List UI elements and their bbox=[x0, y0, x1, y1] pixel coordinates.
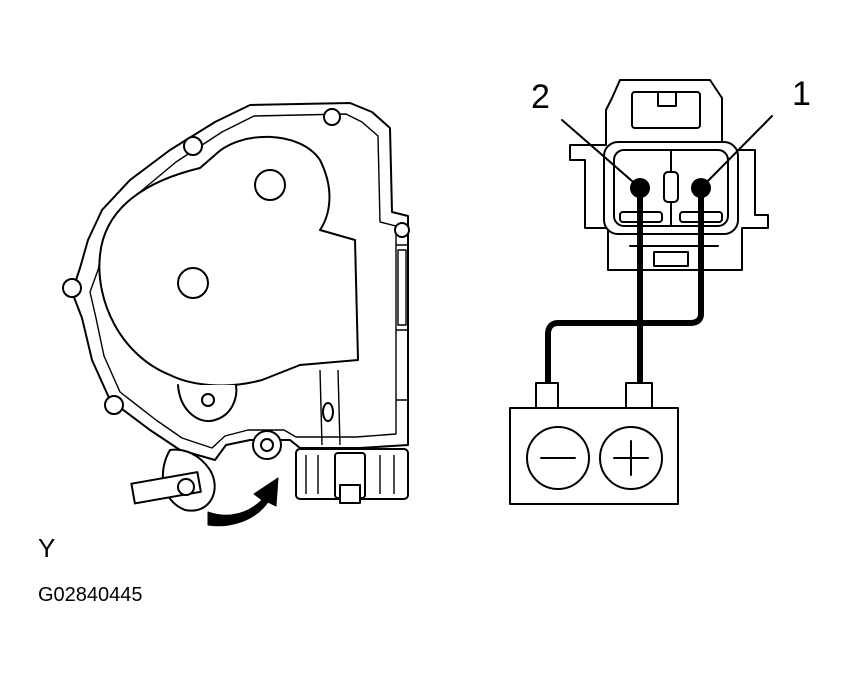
output-lever bbox=[130, 448, 216, 512]
actuator-side-slot bbox=[397, 249, 407, 326]
mount-hole-top-left bbox=[183, 136, 203, 156]
cover-lower-hole bbox=[201, 393, 215, 407]
view-label: Y bbox=[38, 533, 55, 563]
motor-cover bbox=[98, 135, 359, 387]
connector-test-circuit bbox=[509, 79, 773, 505]
motor-shaft-hole bbox=[177, 267, 209, 299]
actuator-connector-ribs bbox=[305, 455, 395, 494]
mount-hole-bottom bbox=[252, 430, 282, 460]
internal-channel bbox=[319, 369, 341, 446]
battery-terminal-negative bbox=[535, 382, 559, 410]
connector-bottom-tab bbox=[653, 251, 689, 267]
terminal-1-label: 1 bbox=[792, 75, 811, 113]
leader-line-1 bbox=[700, 115, 773, 189]
mount-hole-bottom-inner bbox=[260, 438, 274, 452]
mount-hole-bottom-left bbox=[104, 395, 124, 415]
actuator-connector-tab bbox=[339, 484, 361, 504]
leader-line-2 bbox=[561, 119, 641, 189]
mount-hole-right bbox=[394, 222, 410, 238]
motor-cover-boss bbox=[254, 169, 286, 201]
terminal-center-key bbox=[663, 171, 679, 203]
actuator-rib bbox=[396, 244, 408, 401]
mount-hole-left bbox=[62, 278, 82, 298]
battery-terminal-positive bbox=[625, 382, 653, 410]
battery bbox=[509, 382, 679, 505]
wire-negative bbox=[545, 185, 704, 389]
cover-lower-boss bbox=[177, 384, 238, 423]
connector-lock-notch bbox=[657, 91, 677, 107]
terminal-2-label: 2 bbox=[531, 78, 550, 116]
actuator-assembly bbox=[62, 102, 410, 527]
mount-hole-top bbox=[323, 108, 341, 126]
plus-icon bbox=[613, 440, 649, 476]
channel-slot bbox=[322, 402, 334, 422]
figure-code: G02840445 bbox=[38, 584, 143, 606]
rotation-arrow-icon bbox=[207, 477, 279, 527]
